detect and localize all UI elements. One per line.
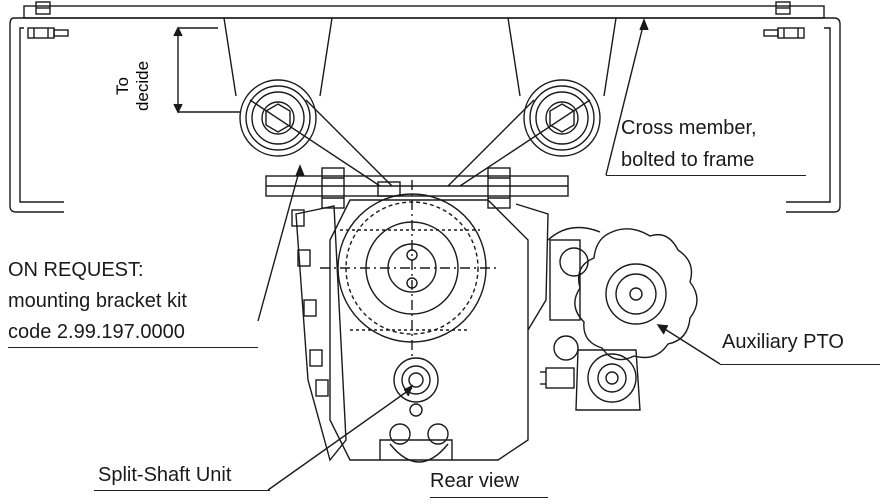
to-decide-line1: To [113,77,133,95]
on-request-underline [8,347,258,348]
cross-member-left [9,17,64,213]
gearbox-body [329,199,529,461]
cross-member-right [786,17,841,213]
cross-member-label-line2: bolted to frame [621,149,755,171]
auxiliary-pto-label: Auxiliary PTO [722,331,844,353]
split-shaft-hub [393,357,439,403]
on-request-label-line3: code 2.99.197.0000 [8,321,185,343]
split-shaft-underline [94,490,270,491]
split-shaft-label: Split-Shaft Unit [98,464,232,486]
top-bolt-left [27,1,69,39]
cross-member-label-line1: Cross member, [621,117,757,139]
bracket-left [223,17,333,97]
top-bolt-right [763,1,805,39]
cross-member-underline [606,175,806,176]
leader-aux-pto [659,325,721,365]
to-decide-line2: decide [133,60,153,112]
top-plate [23,5,825,19]
auxiliary-pto-underline [720,364,880,365]
auxiliary-pto [540,226,698,411]
bracket-right [507,17,617,97]
leader-cross-member [605,21,645,176]
dimension-label-to-decide: To decide [113,61,153,111]
side-bolts-left [291,209,329,397]
roller-left [239,79,317,157]
on-request-label-line2: mounting bracket kit [8,290,187,312]
rear-view-underline [430,497,548,498]
leader-split-shaft [267,387,413,491]
leader-on-request [257,167,301,322]
rear-view-caption: Rear view [430,470,519,492]
on-request-label-line1: ON REQUEST: [8,259,144,281]
